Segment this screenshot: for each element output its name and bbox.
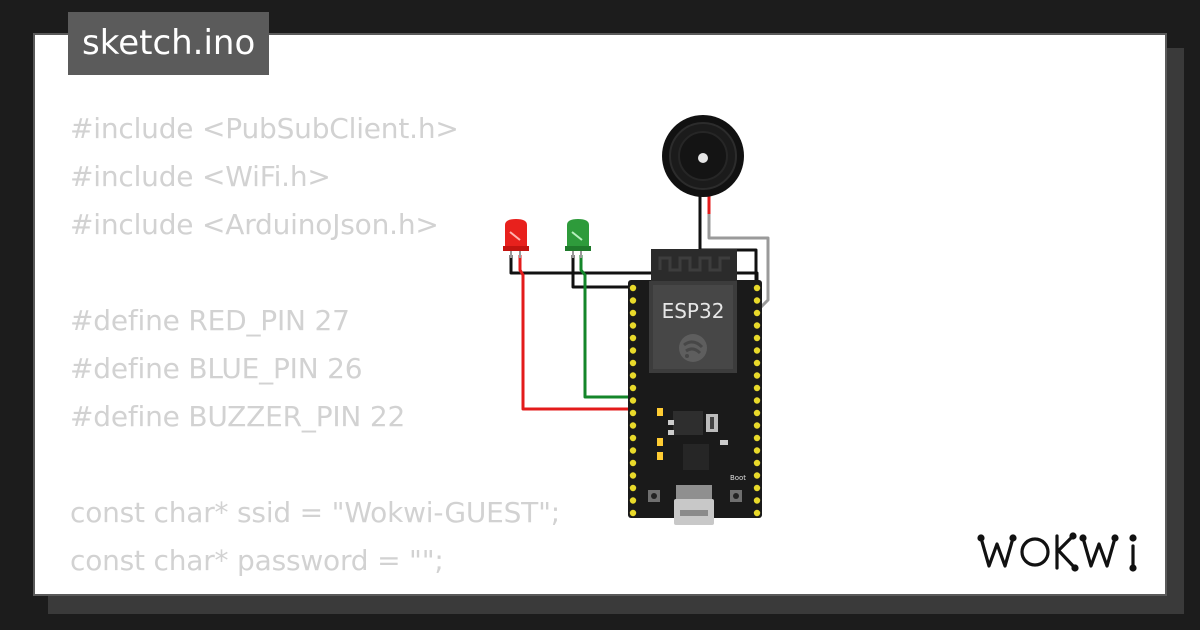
- code-preview: #include <PubSubClient.h> #include <WiFi.…: [70, 105, 560, 594]
- header-pin: [629, 484, 637, 492]
- buzzer[interactable]: [662, 115, 744, 250]
- code-line: #include <PubSubClient.h>: [70, 112, 459, 145]
- header-pin: [753, 484, 761, 492]
- esp32-board[interactable]: ESP32 Boot: [628, 249, 762, 525]
- header-pin: [629, 284, 637, 292]
- green-led[interactable]: [565, 219, 591, 258]
- header-pin: [629, 472, 637, 479]
- header-pin: [629, 434, 637, 442]
- header-pin: [753, 322, 761, 329]
- code-line: #include <WiFi.h>: [70, 160, 331, 193]
- wokwi-logo: [977, 532, 1137, 572]
- header-pin: [629, 359, 637, 367]
- header-pin: [753, 334, 761, 342]
- header-pin: [753, 459, 761, 467]
- header-pin: [629, 384, 637, 392]
- header-pin: [753, 472, 761, 479]
- header-pin: [629, 297, 637, 304]
- boot-label: Boot: [730, 474, 746, 482]
- header-pins: [629, 284, 761, 517]
- header-pin: [629, 372, 637, 379]
- header-pin: [629, 509, 637, 517]
- header-pin: [629, 447, 637, 454]
- header-pin: [753, 509, 761, 517]
- header-pin: [753, 359, 761, 367]
- header-pin: [753, 497, 761, 504]
- header-pin: [629, 409, 637, 417]
- code-line: #define RED_PIN 27: [70, 304, 350, 337]
- espressif-logo-icon: [679, 334, 707, 362]
- red-led[interactable]: [503, 219, 529, 258]
- header-pin: [753, 384, 761, 392]
- header-pin: [629, 497, 637, 504]
- header-pin: [753, 347, 761, 354]
- esp32-label: ESP32: [662, 299, 725, 323]
- header-pin: [753, 372, 761, 379]
- code-line: #include <ArduinoJson.h>: [70, 208, 439, 241]
- header-pin: [629, 422, 637, 429]
- header-pin: [629, 397, 637, 404]
- header-pin: [629, 334, 637, 342]
- header-pin: [753, 409, 761, 417]
- code-line: #define BLUE_PIN 26: [70, 352, 363, 385]
- header-pin: [753, 422, 761, 429]
- code-line: const char* password = "";: [70, 544, 444, 577]
- header-pin: [753, 434, 761, 442]
- code-line: const char* ssid = "Wokwi-GUEST";: [70, 496, 560, 529]
- header-pin: [753, 447, 761, 454]
- header-pin: [753, 397, 761, 404]
- header-pin: [629, 459, 637, 467]
- code-line: WiFiClient wifiClient;: [70, 585, 560, 594]
- header-pin: [753, 284, 761, 292]
- header-pin: [629, 347, 637, 354]
- header-pin: [753, 297, 761, 304]
- code-line: #define BUZZER_PIN 22: [70, 400, 406, 433]
- header-pin: [629, 309, 637, 317]
- file-tab[interactable]: sketch.ino: [68, 12, 270, 75]
- header-pin: [753, 309, 761, 317]
- header-pin: [629, 322, 637, 329]
- project-card[interactable]: #include <PubSubClient.h> #include <WiFi.…: [33, 33, 1167, 596]
